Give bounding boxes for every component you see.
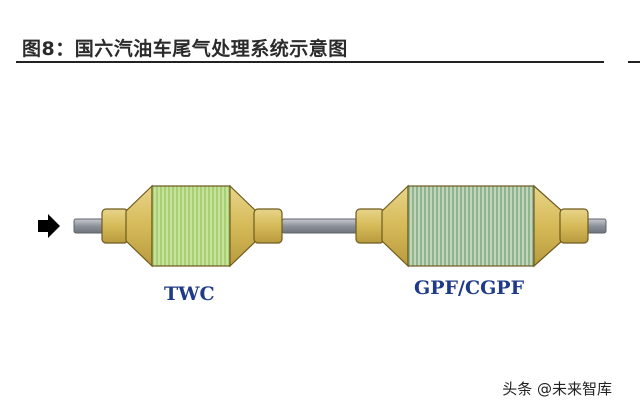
twc-outlet-cone bbox=[229, 184, 257, 268]
inlet-pipe bbox=[73, 218, 107, 234]
title-underline bbox=[16, 61, 604, 63]
watermark: 头条 @未来智库 bbox=[502, 380, 612, 398]
gpf-inlet-collar bbox=[355, 208, 385, 244]
arrow-right-icon bbox=[38, 214, 60, 238]
twc-label: TWC bbox=[164, 283, 215, 305]
gpf-outlet-cone bbox=[533, 184, 563, 268]
title-underline-tail bbox=[628, 61, 640, 63]
twc-catalyst-body bbox=[151, 185, 231, 267]
twc-outlet-collar bbox=[253, 208, 283, 244]
twc-converter bbox=[101, 184, 283, 268]
gpf-filter bbox=[355, 184, 589, 268]
outlet-pipe bbox=[585, 218, 607, 234]
twc-inlet-cone bbox=[125, 184, 153, 268]
gpf-label: GPF/CGPF bbox=[414, 277, 525, 299]
gpf-outlet-collar bbox=[559, 208, 589, 244]
gpf-filter-body bbox=[407, 185, 535, 267]
twc-inlet-collar bbox=[101, 208, 129, 244]
connecting-pipe bbox=[281, 218, 361, 234]
page-title: 图8：国六汽油车尾气处理系统示意图 bbox=[22, 38, 348, 60]
gpf-inlet-cone bbox=[381, 184, 409, 268]
